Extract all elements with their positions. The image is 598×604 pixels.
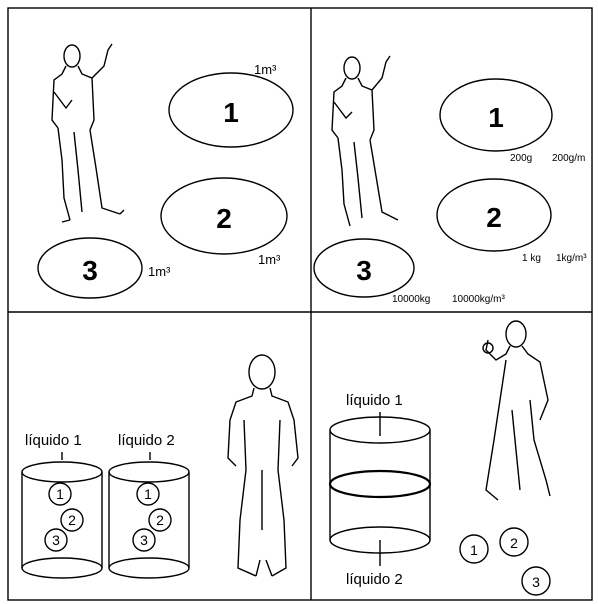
ellipse-2-number: 2 bbox=[486, 202, 502, 233]
person-figure-2 bbox=[332, 56, 398, 226]
liquid-2-label: líquido 2 bbox=[118, 432, 175, 449]
ellipse-1-mass: 200g bbox=[510, 153, 532, 164]
ball-1: 1 bbox=[56, 486, 64, 502]
ellipse-3-volume: 1m³ bbox=[148, 264, 171, 279]
ball-1: 1 bbox=[144, 486, 152, 502]
person-figure-3 bbox=[228, 355, 298, 576]
ball-3: 3 bbox=[532, 574, 540, 590]
ellipse-2-density: 1kg/m³ bbox=[556, 253, 587, 264]
cylinder-1: 1 2 3 bbox=[22, 462, 102, 578]
ellipse-2: 2 1m³ bbox=[161, 178, 287, 267]
ellipse-2-volume: 1m³ bbox=[258, 252, 281, 267]
ball-3: 3 bbox=[140, 532, 148, 548]
ellipse-2: 2 1 kg 1kg/m³ bbox=[437, 179, 587, 264]
ellipse-2-mass: 1 kg bbox=[522, 253, 541, 264]
liquid-1-label: líquido 1 bbox=[25, 432, 82, 449]
ellipse-1: 1 200g 200g/m bbox=[440, 79, 585, 164]
ball-2: 2 bbox=[510, 535, 518, 551]
ellipse-1: 1 1m³ bbox=[169, 62, 293, 147]
ellipse-3-density: 10000kg/m³ bbox=[452, 294, 505, 305]
panel-3: líquido 1 líquido 2 1 2 3 1 2 3 bbox=[22, 355, 298, 578]
panel-1: 1 1m³ 2 1m³ 3 1m³ bbox=[38, 44, 293, 298]
panel-2: 1 200g 200g/m 2 1 kg 1kg/m³ 3 10000kg 10… bbox=[314, 56, 587, 305]
person-figure-4 bbox=[483, 321, 550, 500]
ball-1: 1 bbox=[470, 542, 478, 558]
ellipse-1-volume: 1m³ bbox=[254, 62, 277, 77]
ball-3: 3 bbox=[52, 532, 60, 548]
ellipse-1-density: 200g/m bbox=[552, 153, 585, 164]
cylinder-2: 1 2 3 bbox=[109, 462, 189, 578]
liquid-1-top-label: líquido 1 bbox=[346, 392, 403, 409]
ellipse-2-number: 2 bbox=[216, 203, 232, 234]
layered-cylinder bbox=[330, 417, 430, 553]
panel-4: líquido 1 líquido 2 1 2 3 bbox=[330, 321, 550, 595]
ellipse-1-number: 1 bbox=[223, 97, 239, 128]
ellipse-3-number: 3 bbox=[356, 255, 372, 286]
person-figure-1 bbox=[52, 44, 124, 222]
ball-2: 2 bbox=[156, 512, 164, 528]
ellipse-3-mass: 10000kg bbox=[392, 294, 430, 305]
ellipse-3-number: 3 bbox=[82, 255, 98, 286]
ball-2: 2 bbox=[68, 512, 76, 528]
ellipse-1-number: 1 bbox=[488, 102, 504, 133]
ellipse-3: 3 1m³ bbox=[38, 238, 171, 298]
loose-balls: 1 2 3 bbox=[460, 528, 550, 595]
liquid-2-bottom-label: líquido 2 bbox=[346, 571, 403, 588]
